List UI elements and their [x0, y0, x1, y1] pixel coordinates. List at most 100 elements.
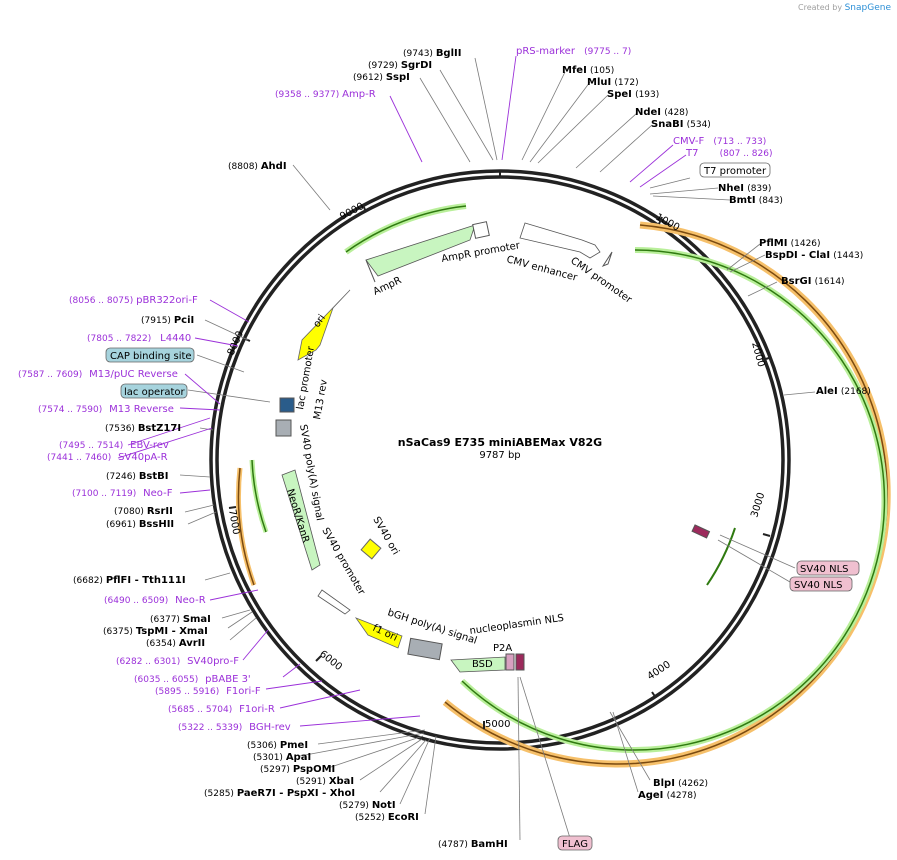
primer-m13-puc-reverse[interactable]: (7587 .. 7609) M13/pUC Reverse — [18, 369, 178, 380]
site-pos: (7080) — [114, 507, 144, 517]
p2a-box — [505, 653, 515, 671]
site-pos: (4262) — [678, 779, 708, 789]
primer-sv40pa-r[interactable]: (7441 .. 7460) SV40pA-R — [47, 452, 168, 463]
label-sv40-nls-1[interactable]: SV40 NLS — [796, 560, 860, 576]
svg-text:(7536) BstZ17I: (7536) BstZ17I — [105, 423, 181, 434]
primer-f1ori-f[interactable]: (5895 .. 5916) F1ori-F — [155, 686, 261, 697]
site-ndei[interactable]: NdeI (428) — [635, 107, 688, 118]
primer-sv40pro-f[interactable]: (6282 .. 6301) SV40pro-F — [116, 656, 239, 667]
sv40-promoter-arrow — [317, 589, 351, 615]
primer-range: (7574 .. 7590) — [38, 405, 102, 415]
primer-pbr322ori-f[interactable]: (8056 .. 8075) pBR322ori-F — [69, 295, 198, 306]
svg-text:(7574 .. 7590) M13 Reverse: (7574 .. 7590) M13 Reverse — [38, 404, 174, 415]
site-paer7i-pspxi-xhoi[interactable]: (5285) PaeR7I - PspXI - XhoI — [204, 788, 355, 799]
site-pmei[interactable]: (5306) PmeI — [247, 740, 308, 751]
primer-bgh-rev[interactable]: (5322 .. 5339) BGH-rev — [178, 722, 291, 733]
site-tspmi-xmai[interactable]: (6375) TspMI - XmaI — [103, 626, 208, 637]
site-bglii[interactable]: (9743) BglII — [403, 48, 461, 59]
primer-name: Neo-F — [143, 488, 173, 499]
label-ampr: AmpR — [372, 275, 404, 298]
primer-cmv-f[interactable]: CMV-F (713 .. 733) — [673, 136, 766, 147]
site-noti[interactable]: (5279) NotI — [339, 800, 396, 811]
site-pcii[interactable]: (7915) PciI — [141, 315, 194, 326]
site-alei[interactable]: AleI (2168) — [816, 386, 871, 397]
tick-label-6000: 6000 — [317, 649, 344, 673]
primer-name: EBV-rev — [130, 440, 169, 451]
label-cmv-enhancer: CMV enhancer — [505, 254, 579, 284]
site-pflfi-tth111i[interactable]: (6682) PflFI - Tth111I — [73, 575, 186, 586]
primer-prs-marker[interactable]: pRS-marker (9775 .. 7) — [516, 46, 631, 57]
site-bstz17i[interactable]: (7536) BstZ17I — [105, 423, 181, 434]
sv40-ori-box — [360, 538, 382, 560]
primer-l4440[interactable]: (7805 .. 7822) L4440 — [87, 333, 191, 344]
site-ecori[interactable]: (5252) EcoRI — [355, 812, 419, 823]
bgh-polya-box — [407, 637, 443, 661]
primer-amp-r[interactable]: (9358 .. 9377) Amp-R — [275, 89, 376, 100]
site-pos: (172) — [614, 78, 638, 88]
svg-text:PflMI (1426): PflMI (1426) — [759, 238, 821, 249]
primer-ebv-rev[interactable]: (7495 .. 7514) EBV-rev — [59, 440, 169, 451]
label-sv40-nls-2[interactable]: SV40 NLS — [789, 576, 853, 592]
site-pos: (5297) — [260, 765, 290, 775]
svg-text:(4787) BamHI: (4787) BamHI — [438, 839, 508, 850]
site-avrii[interactable]: (6354) AvrII — [146, 638, 205, 649]
label-cap-binding-site[interactable]: CAP binding site — [105, 347, 195, 363]
site-bsrgi[interactable]: BsrGI (1614) — [781, 276, 845, 287]
site-nhei[interactable]: NheI (839) — [718, 183, 771, 194]
primer-range: (7587 .. 7609) — [18, 370, 82, 380]
label-lac-operator[interactable]: lac operator — [120, 383, 188, 399]
site-pflmi[interactable]: PflMI (1426) — [759, 238, 821, 249]
site-apai[interactable]: (5301) ApaI — [253, 752, 311, 763]
site-name: NotI — [372, 800, 396, 811]
site-snabi[interactable]: SnaBI (534) — [651, 119, 711, 130]
t7-promoter-text: T7 promoter — [703, 166, 767, 177]
primer-m13-reverse[interactable]: (7574 .. 7590) M13 Reverse — [38, 404, 174, 415]
plasmid-name: nSaCas9 E735 miniABEMax V82G — [398, 436, 602, 449]
site-spei[interactable]: SpeI (193) — [607, 89, 659, 100]
label-t7-promoter[interactable]: T7 promoter — [699, 162, 771, 178]
primer-neo-r[interactable]: (6490 .. 6509) Neo-R — [104, 595, 206, 606]
ori-arrow — [297, 289, 351, 361]
svg-text:(6282 .. 6301) SV40pro-F: (6282 .. 6301) SV40pro-F — [116, 656, 239, 667]
site-sspi[interactable]: (9612) SspI — [353, 72, 410, 83]
svg-text:(7915) PciI: (7915) PciI — [141, 315, 194, 326]
site-agei[interactable]: AgeI (4278) — [638, 790, 697, 801]
site-name: SmaI — [183, 614, 211, 625]
primer-t7[interactable]: T7 (807 .. 826) — [685, 148, 773, 159]
label-sv40-promoter: SV40 promoter — [319, 526, 367, 598]
label-flag[interactable]: FLAG — [557, 835, 593, 851]
site-name: BstZ17I — [138, 423, 181, 434]
tick-label-5000: 5000 — [485, 719, 510, 730]
site-name: AhdI — [261, 161, 287, 172]
site-pspomi[interactable]: (5297) PspOMI — [260, 764, 335, 775]
snapgene-credit: Created by SnapGene — [798, 3, 891, 13]
site-xbai[interactable]: (5291) XbaI — [296, 776, 354, 787]
primer-neo-f[interactable]: (7100 .. 7119) Neo-F — [72, 488, 173, 499]
svg-text:(6961) BssHII: (6961) BssHII — [106, 519, 174, 530]
svg-text:CMV-F (713 .. 733): CMV-F (713 .. 733) — [673, 136, 766, 147]
svg-text:(6354) AvrII: (6354) AvrII — [146, 638, 205, 649]
primer-range: (7805 .. 7822) — [87, 334, 151, 344]
site-bamhi[interactable]: (4787) BamHI — [438, 839, 508, 850]
lac-operator-box — [279, 397, 295, 413]
plasmid-length: 9787 bp — [479, 450, 520, 461]
site-bstbi[interactable]: (7246) BstBI — [106, 471, 169, 482]
site-blpi[interactable]: BlpI (4262) — [653, 778, 708, 789]
site-name: SgrDI — [401, 60, 432, 71]
label-cmv-promoter: CMV promoter — [568, 255, 634, 306]
site-smai[interactable]: (6377) SmaI — [150, 614, 211, 625]
site-bspdi-clai[interactable]: BspDI - ClaI (1443) — [765, 250, 863, 261]
svg-text:(8056 .. 8075) pBR322ori-F: (8056 .. 8075) pBR322ori-F — [69, 295, 198, 306]
primer-pbabe-3[interactable]: (6035 .. 6055) pBABE 3' — [134, 674, 251, 685]
primer-f1ori-r[interactable]: (5685 .. 5704) F1ori-R — [168, 704, 275, 715]
site-pos: (7915) — [141, 316, 171, 326]
primer-name: pRS-marker — [516, 46, 576, 57]
site-bsshii[interactable]: (6961) BssHII — [106, 519, 174, 530]
site-mlui[interactable]: MluI (172) — [587, 77, 639, 88]
site-rsrii[interactable]: (7080) RsrII — [114, 506, 173, 517]
site-ahdi[interactable]: (8808) AhdI — [228, 161, 287, 172]
site-mfei[interactable]: MfeI (105) — [562, 65, 614, 76]
site-sgrdi[interactable]: (9729) SgrDI — [368, 60, 432, 71]
site-bmti[interactable]: BmtI (843) — [729, 195, 783, 206]
svg-text:(8808) AhdI: (8808) AhdI — [228, 161, 287, 172]
